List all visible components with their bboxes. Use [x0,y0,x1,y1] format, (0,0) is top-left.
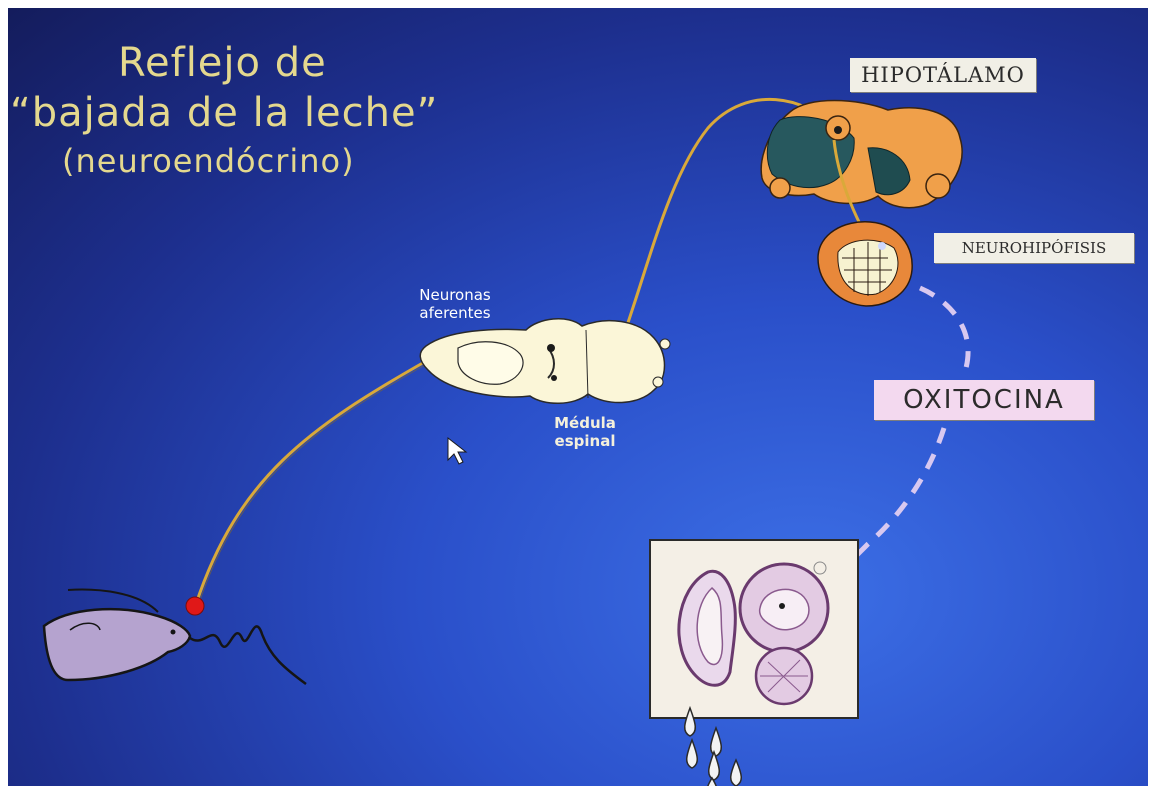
title-line-1: Reflejo de [118,40,327,86]
hipotalamo-label: HIPOTÁLAMO [850,58,1036,92]
title-line-2: “bajada de la leche” [10,90,438,136]
neuronas-label-line-1: Neuronas [396,286,514,304]
neurohipofisis-label: NEUROHIPÓFISIS [934,233,1134,263]
title-line-3: (neuroendócrino) [62,142,355,180]
medula-label-line-2: espinal [540,432,630,450]
pituitary-icon [818,222,912,306]
oxitocina-label: OXITOCINA [874,380,1094,420]
milk-drops-icon [685,708,742,786]
mouse-pointer-icon [448,438,466,464]
medula-label-line-1: Médula [540,414,630,432]
oxytocin-path [838,288,968,574]
alveolus-panel [650,540,858,718]
neuronas-aferentes-label: Neuronas aferentes [396,286,514,322]
slide: Reflejo de “bajada de la leche” (neuroen… [8,8,1148,786]
teat-icon [186,597,306,684]
neuronas-label-line-2: aferentes [396,304,514,322]
medula-espinal-label: Médula espinal [540,414,630,450]
calf-icon [44,590,190,680]
afferent-nerve-fiber-shadow [198,362,430,606]
spinal-cord-icon [420,319,670,404]
